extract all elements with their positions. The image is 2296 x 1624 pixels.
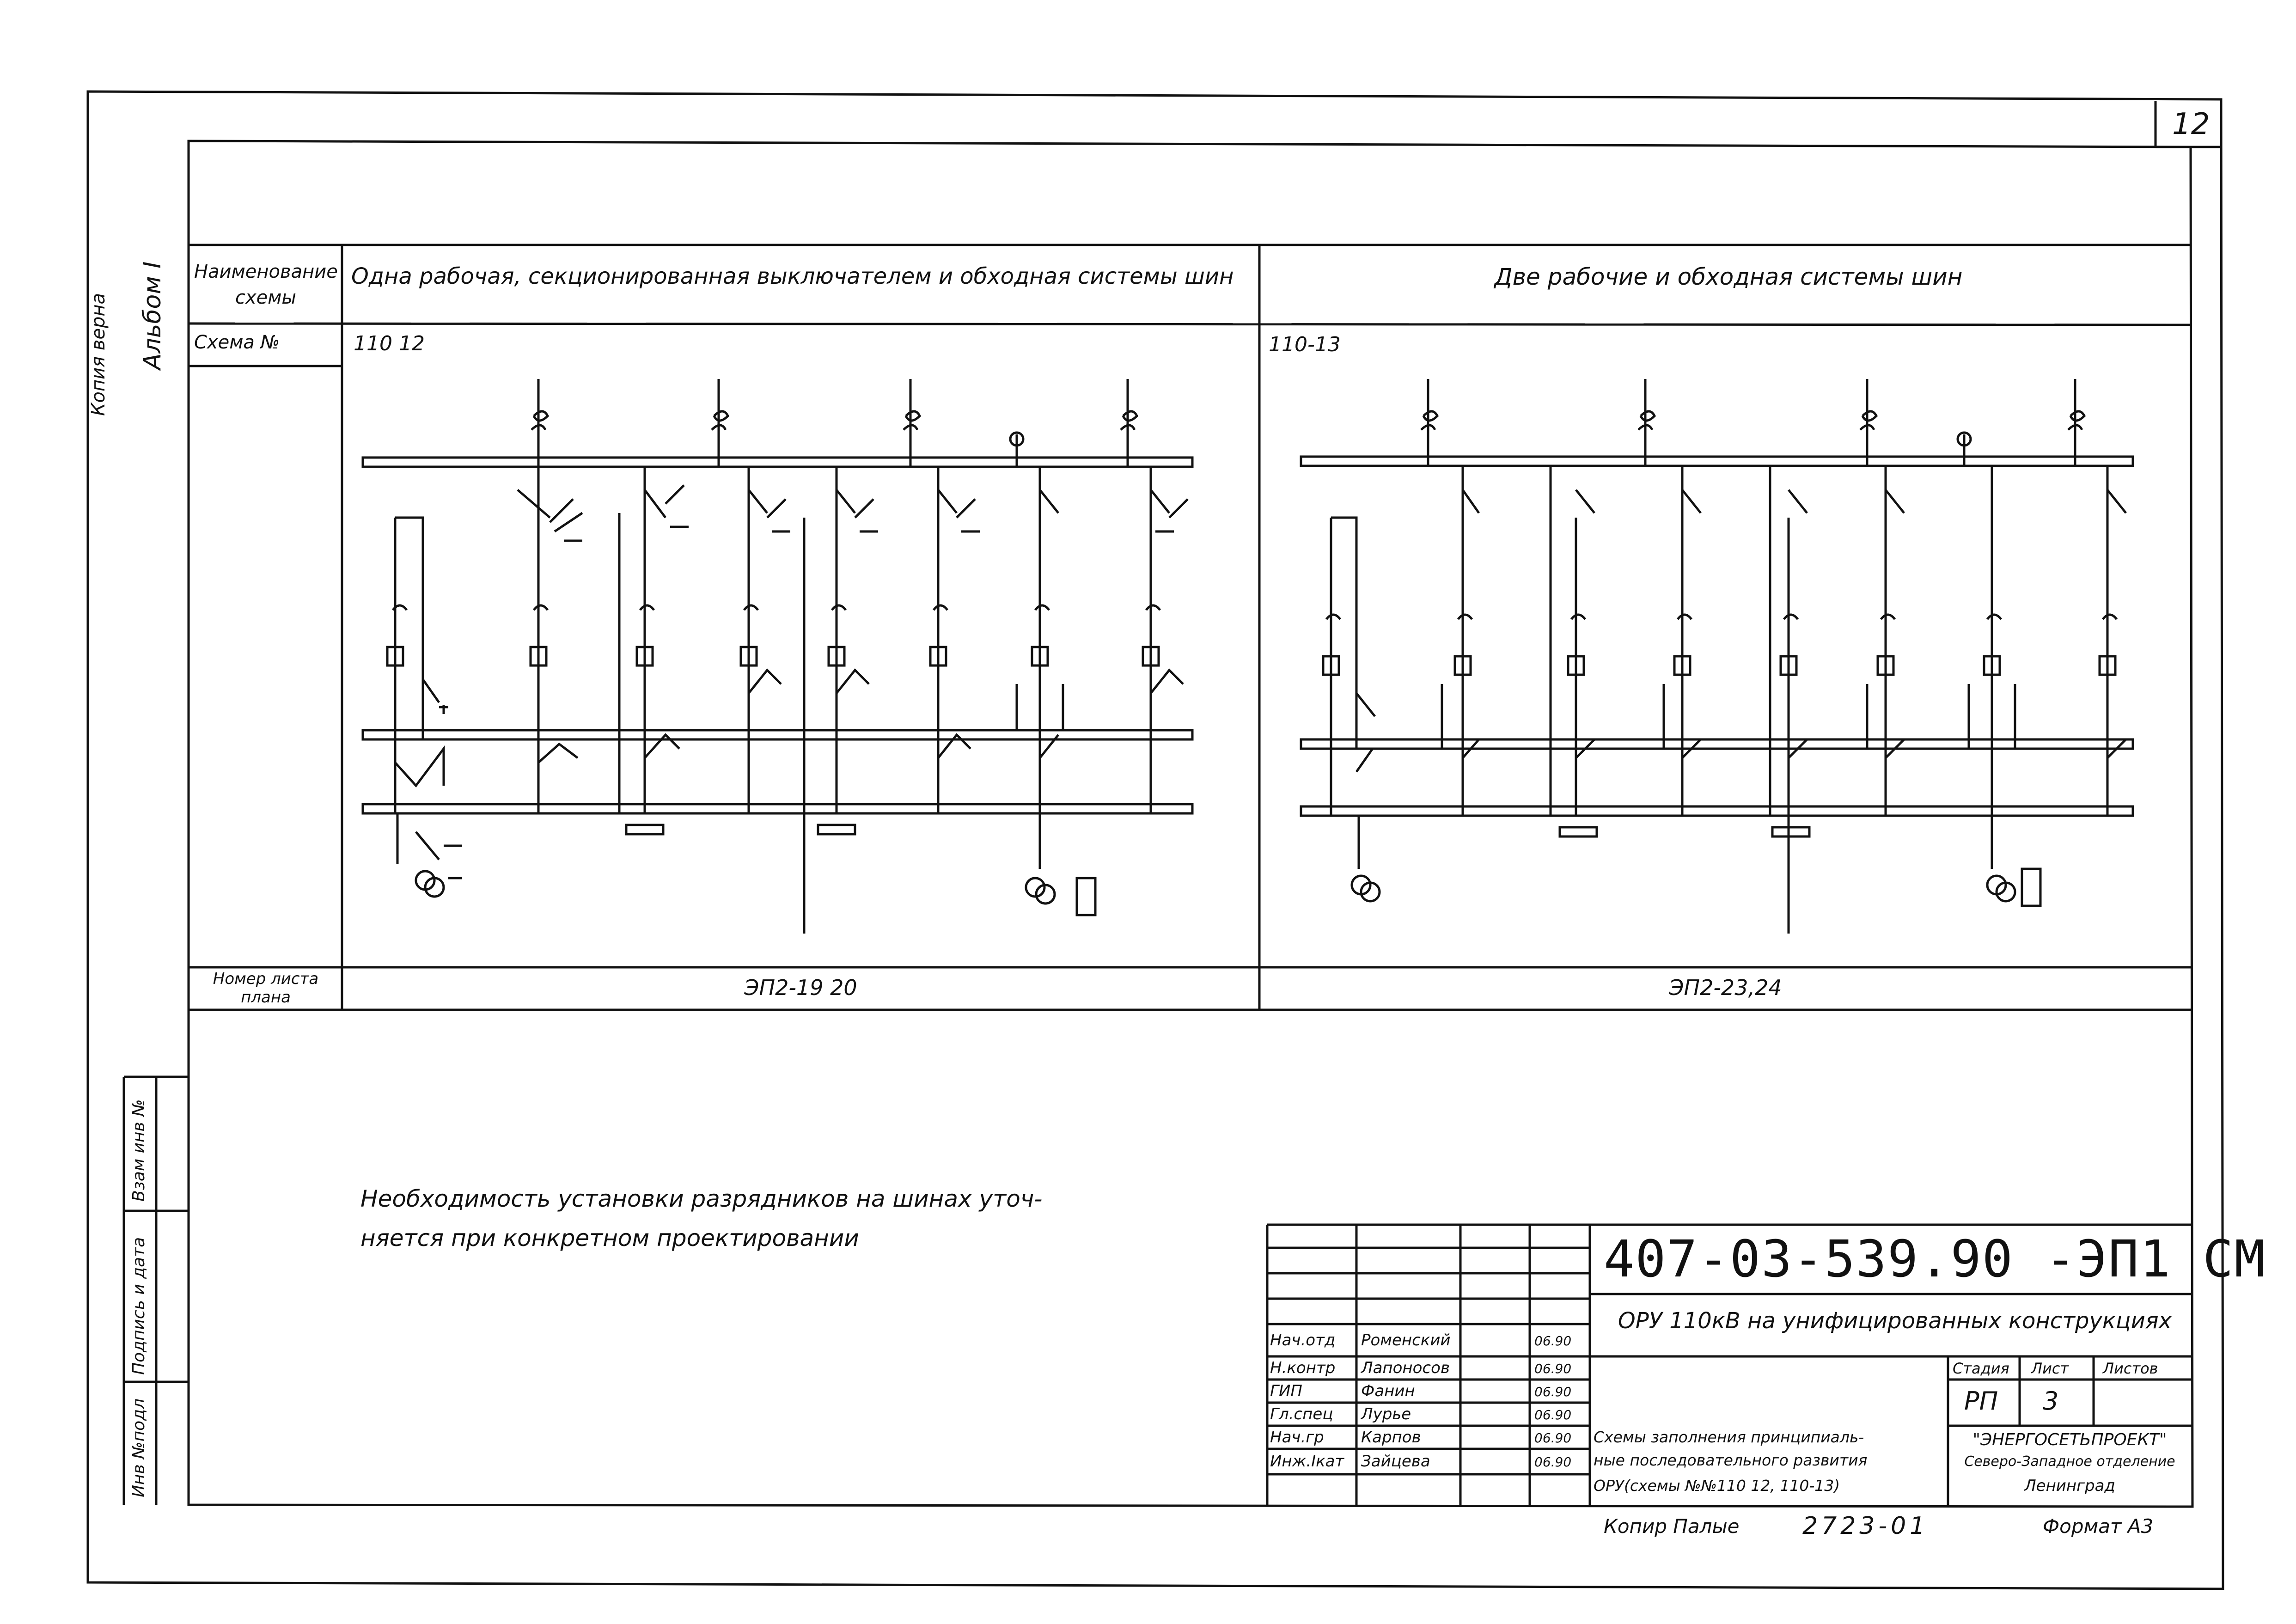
right-bus-bypass xyxy=(1300,805,2134,817)
row-label-name: Наименование схемы xyxy=(194,261,338,308)
left-bus-section xyxy=(361,729,1194,741)
left-scheme-title: Одна рабочая, секционированная выключате… xyxy=(351,263,1234,289)
right-bays xyxy=(1322,379,2127,934)
stamp-row-3-date: 06.90 xyxy=(1534,1384,1572,1399)
org-city: Ленинград xyxy=(2024,1477,2115,1495)
header-name-line xyxy=(188,322,2192,326)
stamp-row-5-role: Нач.гр xyxy=(1270,1428,1324,1447)
row-label-scheme: Схема № xyxy=(194,332,280,353)
left-bays xyxy=(386,379,1189,934)
side-stamp-inv: Инв №подл xyxy=(129,1398,148,1497)
doc-title-line-1: Схемы заполнения принципиаль- xyxy=(1594,1428,1864,1446)
sheet-value: 3 xyxy=(2043,1386,2059,1416)
stamp-row-2-date: 06.90 xyxy=(1534,1361,1572,1376)
stamp-row-2-name: Лапоносов xyxy=(1361,1359,1450,1377)
outer-frame xyxy=(86,90,2224,1590)
doc-title-line-3: ОРУ(схемы №№110 12, 110-13) xyxy=(1594,1477,1840,1495)
side-copy-note: Копия верна xyxy=(88,293,109,416)
stamp-row-4-date: 06.90 xyxy=(1534,1407,1572,1423)
side-stamp-frame xyxy=(122,1075,189,1505)
org-name: "ЭНЕРГОСЕТЬПРОЕКТ" xyxy=(1972,1430,2167,1449)
right-scheme-number: 110-13 xyxy=(1269,333,1341,356)
left-scheme-number: 110 12 xyxy=(354,332,425,355)
stamp-row-1-name: Роменский xyxy=(1361,1331,1451,1349)
sheets-label: Листов xyxy=(2103,1360,2158,1377)
note-line-2: няется при конкретном проектировании xyxy=(360,1225,859,1252)
stamp-row-1-date: 06.90 xyxy=(1534,1333,1572,1349)
page-number-box xyxy=(2154,101,2221,148)
left-bus-bypass xyxy=(361,803,1194,815)
stamp-row-6-role: Инж.Iкат xyxy=(1270,1452,1344,1471)
side-stamp-sign: Подпись и дата xyxy=(129,1237,148,1375)
left-bus-main xyxy=(361,456,1194,468)
row-label-sheet: Номер листа плана xyxy=(213,970,319,1007)
stamp-row-3-name: Фанин xyxy=(1361,1382,1415,1400)
right-scheme-title: Две рабочие и обходная системы шин xyxy=(1494,263,1963,290)
page-number: 12 xyxy=(2172,107,2210,141)
side-album-note: Альбом I xyxy=(139,261,166,370)
stage-value: РП xyxy=(1964,1386,1998,1416)
sheet-label: Лист xyxy=(2031,1360,2069,1377)
right-bus-2 xyxy=(1300,738,2134,750)
footer-format: Формат А3 xyxy=(2043,1515,2154,1538)
stamp-row-5-date: 06.90 xyxy=(1534,1430,1572,1446)
inner-frame xyxy=(187,140,2194,1508)
schematic-right xyxy=(1300,379,2134,934)
stamp-row-3-role: ГИП xyxy=(1270,1382,1302,1400)
stamp-row-1-role: Нач.отд xyxy=(1270,1331,1336,1349)
stamp-row-4-role: Гл.спец xyxy=(1270,1405,1333,1423)
right-sheet-number: ЭП2-23,24 xyxy=(1669,975,1782,1000)
project-name: ОРУ 110кВ на унифицированных конструкция… xyxy=(1618,1308,2172,1334)
org-branch: Северо-Западное отделение xyxy=(1964,1453,2175,1470)
stamp-row-2-role: Н.контр xyxy=(1270,1359,1336,1377)
left-sheet-number: ЭП2-19 20 xyxy=(744,975,857,1000)
note-line-1: Необходимость установки разрядников на ш… xyxy=(360,1185,1043,1212)
doc-code: 407-03-539.90 -ЭП1 СМ xyxy=(1604,1229,2266,1288)
stamp-row-5-name: Карпов xyxy=(1361,1428,1421,1447)
stamp-row-6-name: Зайцева xyxy=(1361,1452,1430,1471)
stage-label: Стадия xyxy=(1953,1360,2009,1377)
schematic-left xyxy=(361,379,1194,934)
right-bus-main xyxy=(1300,455,2134,467)
footer-copied: Копир Палые xyxy=(1604,1515,1740,1538)
stamp-row-4-name: Лурье xyxy=(1361,1405,1411,1423)
stamp-row-6-date: 06.90 xyxy=(1534,1454,1572,1470)
footer-number: 2723-01 xyxy=(1802,1512,1929,1540)
doc-title-line-2: ные последовательного развития xyxy=(1594,1451,1868,1469)
title-block-grid xyxy=(1266,1223,2192,1505)
side-stamp-replace: Взам инв № xyxy=(129,1099,148,1202)
